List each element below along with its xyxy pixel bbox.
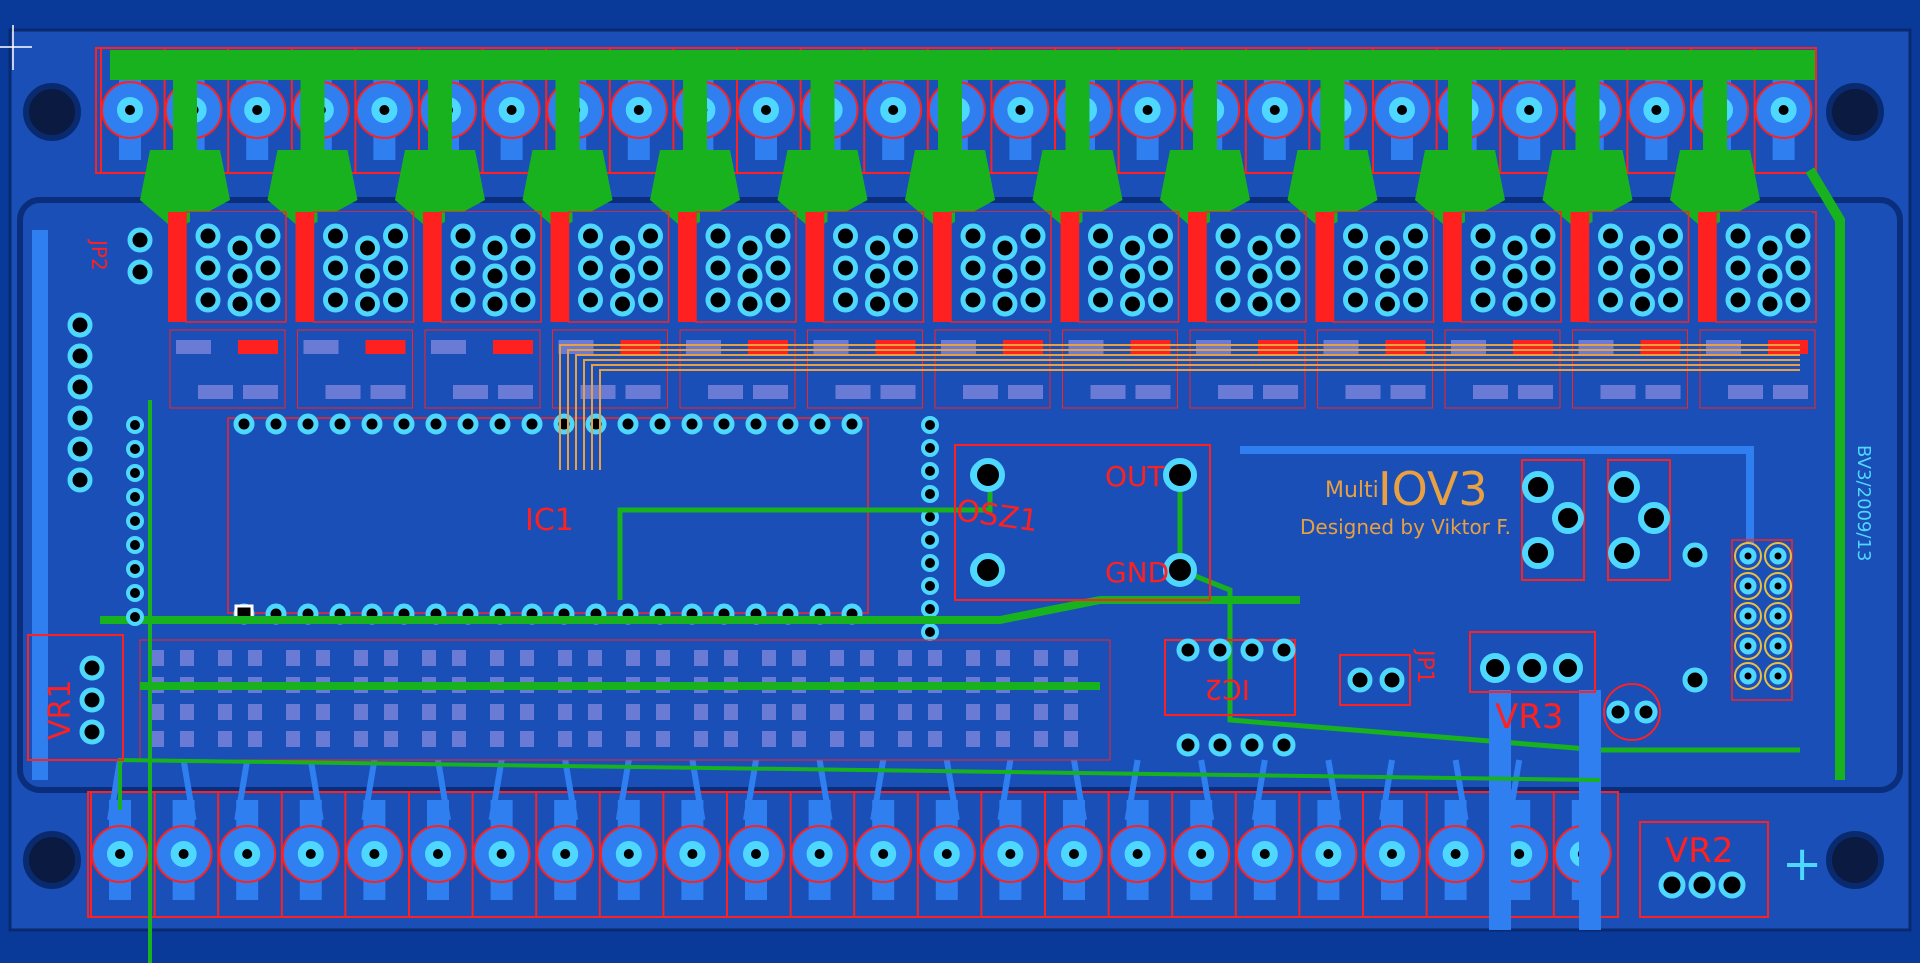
bottom-terminal-block [87,759,1619,918]
osz1-outline [954,444,1211,601]
mounting-hole-bottom-left [23,831,81,889]
plus-marker: + [1782,836,1822,892]
mounting-hole-bottom-right [1826,831,1884,889]
crosshair-cursor-icon [0,25,32,70]
output-modules [168,211,1817,409]
board-title: Multi [1325,478,1379,503]
mounting-hole-top-left [23,83,81,141]
side-text: BV3/2009/13 [1853,445,1874,561]
jp1-label: JP1 [1412,648,1437,684]
ic1-label: IC1 [525,503,574,538]
mounting-hole-top-right [1826,83,1884,141]
vr2-outline [1639,821,1769,918]
ic2-label: IC2 [1204,673,1250,706]
resistor-array [139,639,1111,761]
jp2-label: JP2 [87,238,111,271]
bottom-copper-traces [32,230,1800,963]
vr1-label: VR1 [43,680,78,740]
vr3-label: VR3 [1495,697,1564,737]
vr1-outline [27,634,124,761]
vr2-label: VR2 [1665,831,1734,871]
gnd-label: GND [1105,556,1169,589]
programming-header [1682,539,1793,701]
out-label: OUT [1105,460,1166,493]
top-copper-traces [110,50,1845,780]
ic2-outline [1164,639,1296,716]
board-credit: Designed by Viktor F. [1300,515,1511,539]
board-model: IOV3 [1378,462,1488,516]
